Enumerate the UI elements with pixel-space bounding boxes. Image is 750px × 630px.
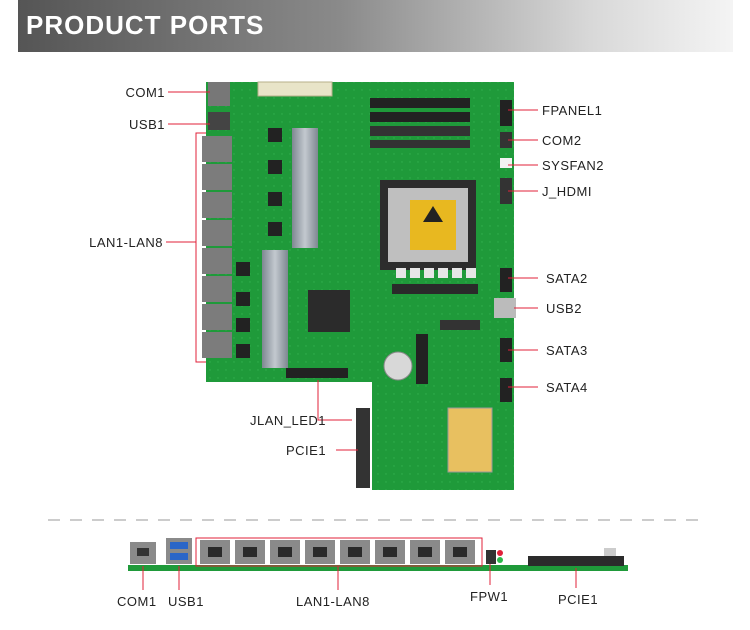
sata4-connector (500, 378, 512, 402)
bottom-label-lan: LAN1-LAN8 (296, 594, 370, 609)
side-led-red (497, 550, 503, 556)
side-view (128, 537, 628, 571)
label-com1: COM1 (125, 85, 165, 100)
header-banner: PRODUCT PORTS (18, 0, 733, 52)
side-pcie1-slot (528, 556, 624, 566)
label-sata2: SATA2 (546, 271, 588, 286)
motherboard (202, 81, 516, 490)
lan-ports-top (202, 136, 232, 358)
sata3-connector (500, 338, 512, 362)
cpu-socket (380, 180, 476, 270)
bottom-label-com1: COM1 (117, 594, 157, 609)
side-usb1-slot-a (170, 542, 188, 549)
lan-heatsink (262, 250, 288, 368)
bottom-label-usb1: USB1 (168, 594, 204, 609)
leader-lines (166, 91, 538, 451)
lan-controllers (236, 128, 282, 358)
side-usb1-port (166, 538, 192, 564)
side-com1-opening (137, 548, 149, 556)
side-fpw1-button (486, 550, 496, 564)
bottom-labels: COM1 USB1 LAN1-LAN8 FPW1 PCIE1 (117, 589, 598, 609)
top-labels: COM1 USB1 LAN1-LAN8 FPANEL1 COM2 SYSFAN2… (89, 85, 604, 458)
side-lan-ports (200, 540, 475, 564)
bottom-label-pcie1: PCIE1 (558, 592, 598, 607)
label-sata3: SATA3 (546, 343, 588, 358)
cf-card-slot (447, 407, 493, 473)
page-title: PRODUCT PORTS (26, 10, 265, 40)
side-lan-openings (208, 547, 467, 557)
capacitors (392, 268, 478, 294)
label-pcie1: PCIE1 (286, 443, 326, 458)
usb2-port (494, 298, 516, 318)
label-usb2: USB2 (546, 301, 582, 316)
label-jhdmi: J_HDMI (542, 184, 592, 199)
jhdmi-header (500, 178, 512, 204)
atx-power-connector (257, 81, 333, 97)
side-usb1-slot-b (170, 553, 188, 560)
label-sata4: SATA4 (546, 380, 588, 395)
label-lan: LAN1-LAN8 (89, 235, 163, 250)
bottom-leader-lines (142, 564, 577, 590)
label-com2: COM2 (542, 133, 582, 148)
side-led-green (497, 557, 503, 563)
m2-slot (416, 334, 428, 384)
sysfan2-connector (500, 158, 512, 168)
usb1-port (208, 112, 230, 130)
jlan-led1-header (286, 368, 348, 378)
label-usb1: USB1 (129, 117, 165, 132)
com2-header (500, 132, 512, 148)
fpanel1-header (500, 100, 512, 126)
cmos-battery (383, 351, 413, 381)
side-board-edge (128, 565, 628, 571)
pcie1-slot (356, 408, 370, 488)
bottom-label-fpw1: FPW1 (470, 589, 508, 604)
chipset (308, 290, 350, 332)
label-sysfan2: SYSFAN2 (542, 158, 604, 173)
side-lan-highlight (195, 537, 483, 567)
msata-slot (440, 320, 480, 330)
label-jlan-led1: JLAN_LED1 (250, 413, 326, 428)
ram-slots (370, 98, 470, 148)
vrm-heatsink (292, 128, 318, 248)
sata2-connector (500, 268, 512, 292)
label-fpanel1: FPANEL1 (542, 103, 602, 118)
side-pcie1-latch (604, 548, 616, 556)
com1-port (208, 82, 230, 106)
